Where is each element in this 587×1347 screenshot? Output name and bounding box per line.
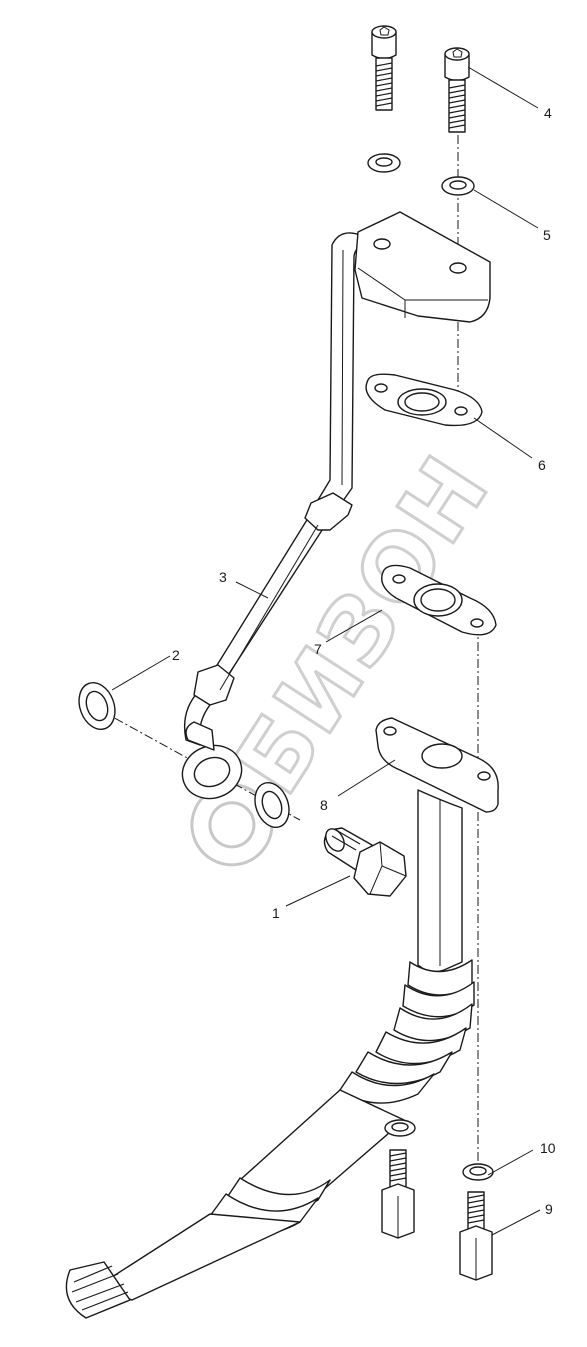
callout-4: 4 [544,105,552,121]
gasket-part-7 [381,564,497,636]
banjo-bolt-part-1 [323,827,407,897]
bolt-part-4-right [444,47,470,133]
callout-1: 1 [272,905,280,921]
callout-8: 8 [320,797,328,813]
bolt-part-4-left [371,25,397,111]
callout-2: 2 [172,647,180,663]
callout-9: 9 [545,1201,553,1217]
banjo-fitting [181,721,243,800]
callout-5: 5 [543,227,551,243]
washer-part-2-right [254,782,290,828]
washer-part-5-left [367,153,401,173]
leader-lines [111,66,541,1236]
stud-part-9-left [381,1149,415,1239]
stud-part-9 [459,1191,493,1281]
drain-pipe-part-8 [65,717,499,1319]
washer-part-10-left [384,1119,416,1137]
callout-10: 10 [540,1140,556,1156]
flange-pipe-3 [354,211,491,323]
callout-6: 6 [538,457,546,473]
callout-3: 3 [219,569,227,585]
washer-part-5-right [441,176,475,196]
washer-part-2-left [78,682,116,730]
washer-part-10 [462,1163,494,1181]
gasket-part-6 [365,373,483,427]
callout-7: 7 [314,641,322,657]
